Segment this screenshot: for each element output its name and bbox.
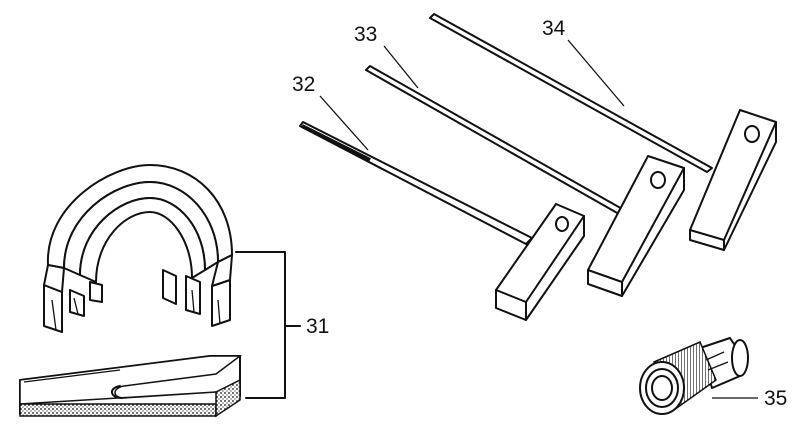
- horseshoe-clamp-set: [43, 164, 233, 333]
- callout-bracket-31: [235, 251, 301, 399]
- leader-34: [567, 39, 625, 107]
- callout-label-34: 34: [542, 17, 566, 40]
- leader-33: [383, 45, 419, 89]
- leader-32: [319, 95, 369, 151]
- t-handle-rod-32: [299, 121, 585, 321]
- t-handle-rod-33: [365, 65, 685, 297]
- callout-label-33: 33: [354, 23, 378, 46]
- callout-label-32: 32: [292, 73, 316, 96]
- callout-label-31: 31: [306, 315, 330, 338]
- callout-label-35: 35: [764, 387, 788, 410]
- threaded-fitting: [639, 337, 749, 415]
- t-handle-rod-34: [429, 13, 777, 251]
- slotted-shim-plate: [19, 355, 243, 418]
